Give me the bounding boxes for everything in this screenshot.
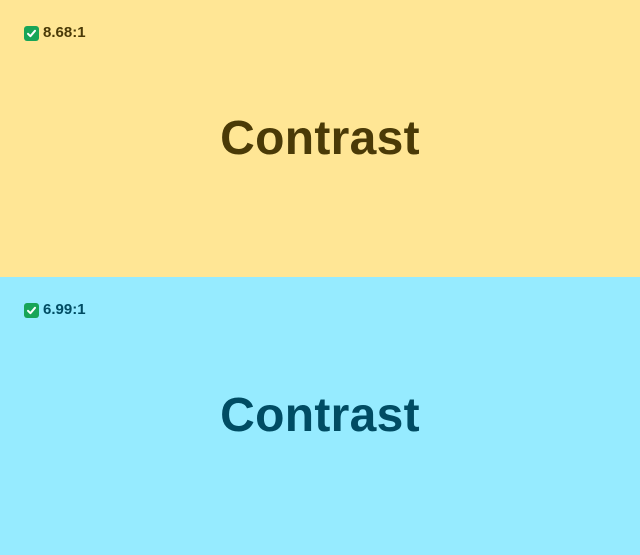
contrast-swatch-cyan: 6.99:1 Contrast: [0, 277, 640, 555]
contrast-ratio-value: 6.99:1: [43, 301, 86, 318]
sample-text: Contrast: [220, 112, 420, 165]
sample-text: Contrast: [220, 389, 420, 442]
contrast-swatch-yellow: 8.68:1 Contrast: [0, 0, 640, 277]
check-icon: [24, 25, 39, 41]
contrast-ratio-badge: 6.99:1: [24, 301, 86, 319]
contrast-ratio-value: 8.68:1: [43, 24, 86, 41]
check-icon: [24, 302, 39, 318]
contrast-ratio-badge: 8.68:1: [24, 24, 86, 42]
